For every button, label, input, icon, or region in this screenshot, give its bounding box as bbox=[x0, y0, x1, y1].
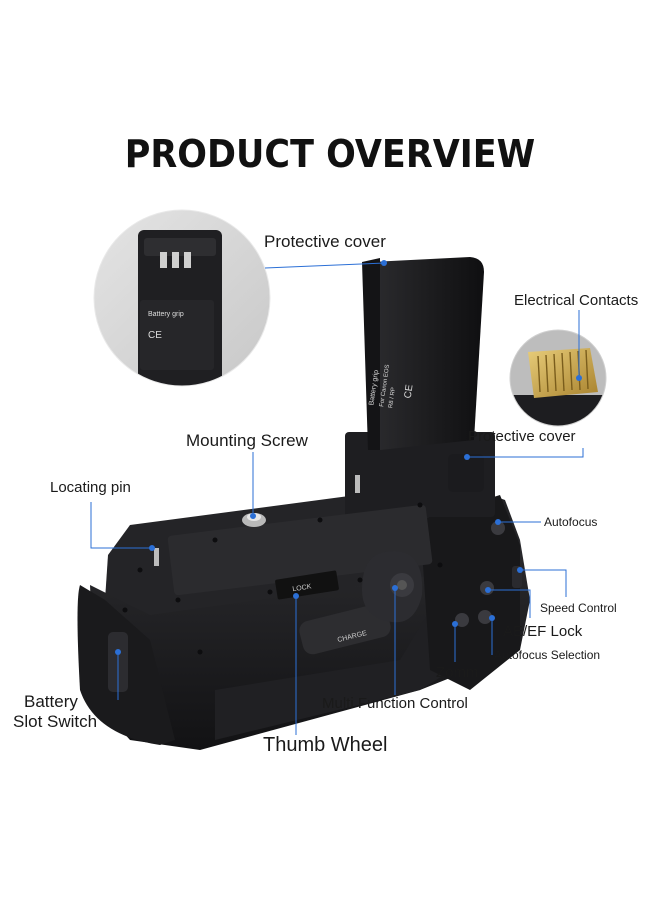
battery-grip-body: LOCK CHARGE bbox=[77, 432, 530, 750]
label-protective-cover-right: Protective cover bbox=[468, 428, 576, 445]
electrical-contacts-inset bbox=[510, 330, 606, 426]
label-mounting-screw: Mounting Screw bbox=[186, 431, 308, 450]
protective-cover-battery: Battery grip For Canon EOS R8 / RP CE bbox=[362, 257, 484, 492]
label-zoom: Zomm bbox=[436, 664, 479, 681]
lock-print: LOCK bbox=[292, 583, 312, 593]
label-protective-cover-top: Protective cover bbox=[264, 232, 386, 251]
cover-print-3: R8 / RP bbox=[388, 387, 397, 409]
inset-ce-mark: CE bbox=[148, 330, 162, 341]
label-speed-control: Speed Control bbox=[540, 601, 617, 615]
label-battery-slot-switch-line2: Slot Switch bbox=[13, 712, 98, 731]
label-multi-function-control: Multi Function Control bbox=[322, 695, 468, 712]
label-ae-ef-lock: AE/EF Lock bbox=[503, 623, 583, 640]
battery-detail-inset: Battery grip CE bbox=[94, 210, 270, 386]
callout-lines bbox=[90, 262, 584, 735]
label-autofocus-selection: Autofocus Selection bbox=[494, 648, 601, 662]
label-electrical-contacts: Electrical Contacts bbox=[514, 292, 639, 309]
cover-print-2: For Canon EOS bbox=[379, 364, 391, 407]
inset-battery-text: Battery grip bbox=[148, 311, 184, 318]
label-autofocus: Autofocus bbox=[544, 515, 598, 529]
cover-ce-mark: CE bbox=[403, 384, 416, 400]
page-title: PRODUCT OVERVIEW bbox=[124, 132, 536, 176]
label-battery-slot-switch-line1: Battery bbox=[24, 692, 78, 711]
label-locating-pin: Locating pin bbox=[50, 479, 131, 496]
cover-print-1: Battery grip bbox=[368, 369, 380, 406]
label-thumb-wheel: Thumb Wheel bbox=[263, 734, 388, 756]
callout-dots bbox=[115, 260, 582, 655]
